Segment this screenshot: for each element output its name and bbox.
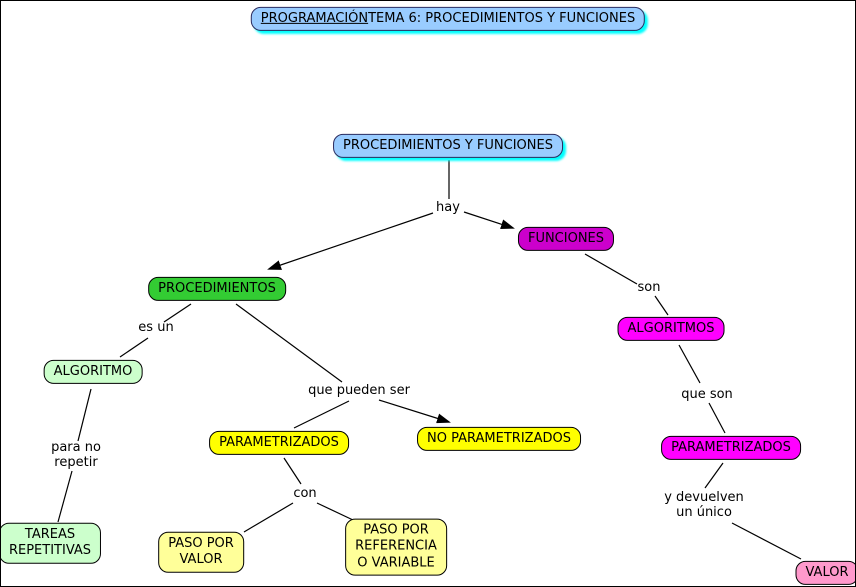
node-paso-por-referencia[interactable]: PASO POR REFERENCIA O VARIABLE [345,518,447,576]
node-funciones[interactable]: FUNCIONES [517,226,615,252]
link-para-no-repetir[interactable]: para no repetir [51,440,101,470]
link-hay[interactable]: hay [436,200,460,215]
link-y-devuelven-un-unico[interactable]: y devuelven un único [664,490,744,520]
link-con[interactable]: con [293,486,317,501]
link-es-un[interactable]: es un [138,320,174,335]
node-parametrizados-der[interactable]: PARAMETRIZADOS [661,435,801,461]
node-parametrizados-izq[interactable]: PARAMETRIZADOS [209,430,349,456]
node-procedimientos-y-funciones[interactable]: PROCEDIMIENTOS Y FUNCIONES [333,133,563,159]
node-tareas-repetitivas[interactable]: TAREAS REPETITIVAS [1,522,102,564]
link-son[interactable]: son [637,280,661,295]
map-title: PROGRAMACIÓN TEMA 6: PROCEDIMIENTOS Y FU… [250,6,646,32]
node-no-parametrizados[interactable]: NO PARAMETRIZADOS [417,426,581,452]
link-que-son[interactable]: que son [681,387,733,402]
node-procedimientos[interactable]: PROCEDIMIENTOS [148,276,286,302]
node-algoritmo[interactable]: ALGORITMO [43,359,143,385]
map-title-underlined: PROGRAMACIÓN [260,10,369,26]
link-que-pueden-ser[interactable]: que pueden ser [308,383,410,398]
node-paso-por-valor[interactable]: PASO POR VALOR [158,531,244,573]
node-valor[interactable]: VALOR [795,560,855,586]
node-algoritmos[interactable]: ALGORITMOS [617,316,725,342]
map-title-rest: TEMA 6: PROCEDIMIENTOS Y FUNCIONES [368,10,636,26]
